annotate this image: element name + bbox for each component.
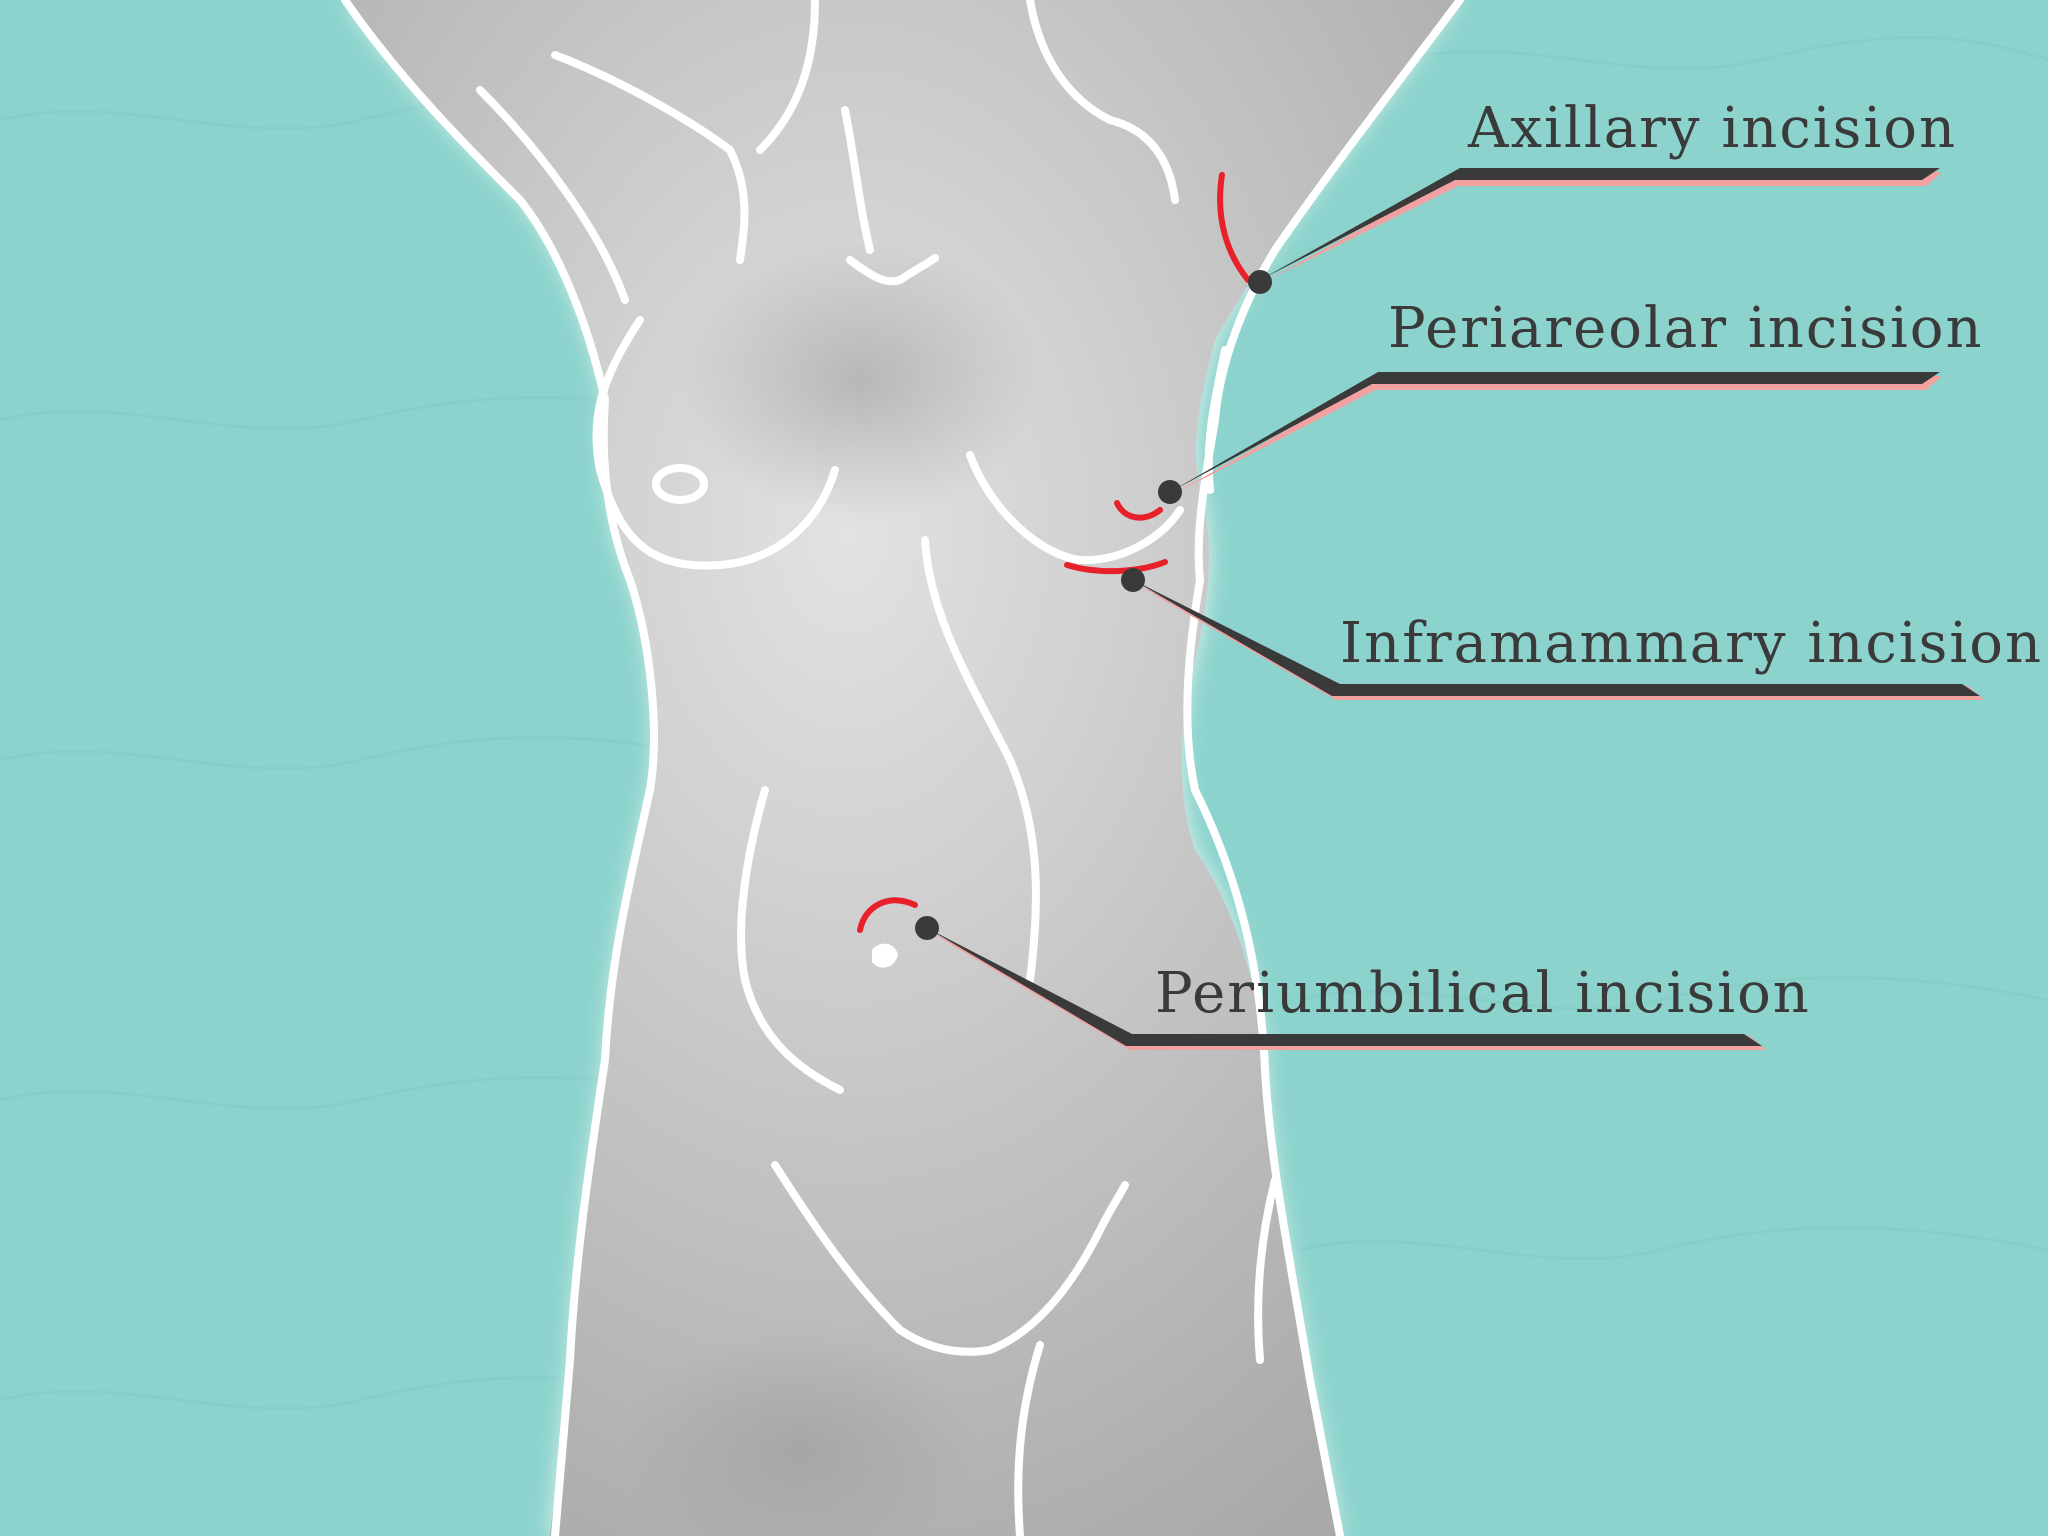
callout-axillary: Axillary incision [1248,96,1957,294]
inframammary-incision-mark [1064,559,1168,575]
background-waves [0,36,2048,1411]
callout-periumbilical: Periumbilical incision [915,916,1811,1050]
body-outline [341,0,1464,1536]
periareolar-label: Periareolar incision [1388,296,1984,361]
axillary-label: Axillary incision [1467,96,1957,161]
axillary-pin [1248,270,1272,294]
periumbilical-pin [915,916,939,940]
periumbilical-incision-mark [857,897,918,933]
periumbilical-label: Periumbilical incision [1155,961,1811,1026]
callout-periareolar: Periareolar incision [1158,296,1984,504]
navel [872,943,898,968]
torso-shading [620,1330,980,1536]
inframammary-pin [1121,568,1145,592]
incisions [857,172,1251,933]
callout-inframammary: Inframammary incision [1121,568,2043,700]
body-silhouette [345,0,1460,1536]
periareolar-pin [1158,480,1182,504]
chest-shading [680,240,1040,520]
inframammary-label: Inframammary incision [1340,611,2043,676]
axillary-incision-mark [1217,172,1251,283]
periareolar-incision-mark [1114,500,1163,521]
